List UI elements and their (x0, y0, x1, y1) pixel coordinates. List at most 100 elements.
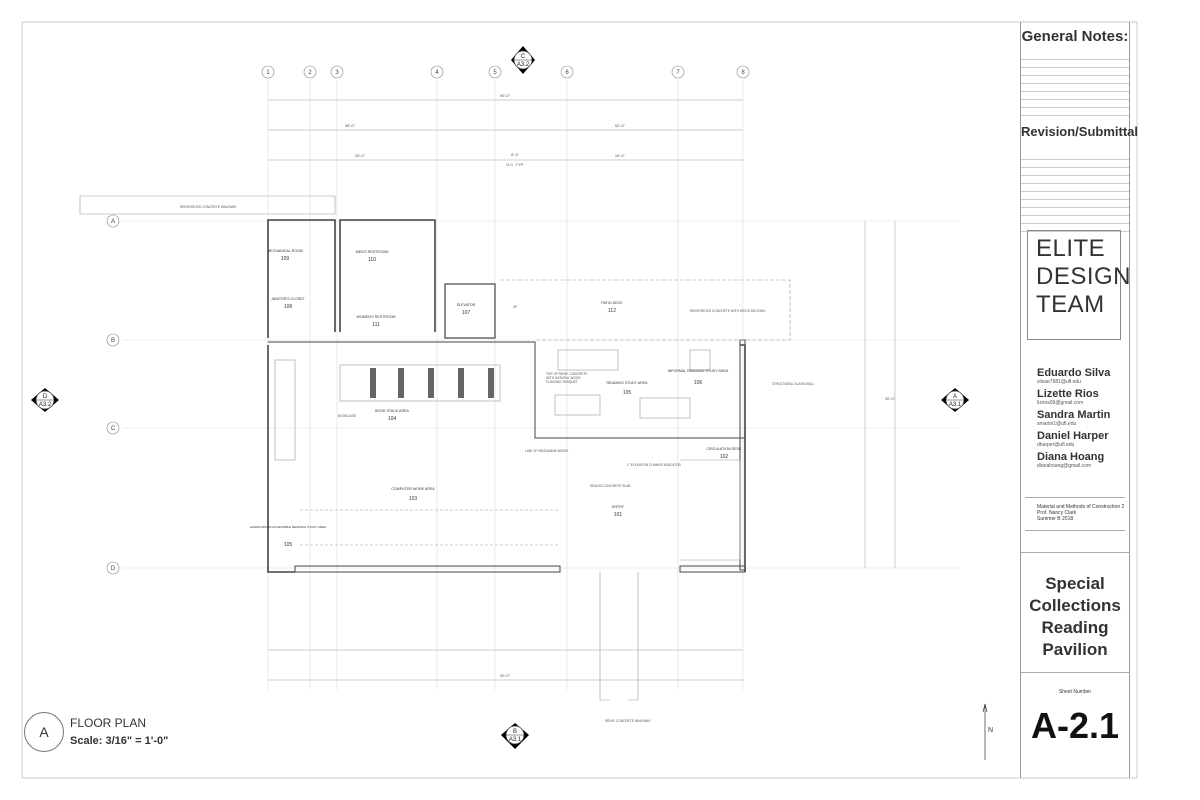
lounge-chair (689, 349, 711, 371)
grid-bubble-a: A (106, 214, 120, 228)
svg-text:B: B (111, 338, 115, 344)
svg-text:101: 101 (614, 512, 623, 518)
svg-text:102: 102 (720, 454, 729, 460)
svg-text:105: 105 (284, 542, 293, 548)
dim-8: 8'-0" (511, 152, 520, 157)
sheet-number-label: Sheet Number (1058, 689, 1092, 695)
mezzanine-wall (268, 341, 745, 439)
grid-bubble-1: 1 (261, 65, 275, 79)
dim-38: 38'-0" (345, 123, 356, 128)
dim-16: 16'-0" (615, 153, 626, 158)
bookcases (370, 368, 494, 398)
grid-bubble-d: D (106, 561, 120, 575)
grid-bubble-3: 3 (330, 65, 344, 79)
member-name: Sandra Martin (1037, 409, 1111, 421)
walkway (79, 195, 336, 215)
drawing-title-bubble: A (24, 712, 64, 752)
room-112: PATIO DECK 112 (601, 301, 623, 314)
west-wall (267, 345, 295, 573)
grid-bubble-8: 8 (736, 65, 750, 79)
svg-text:C: C (521, 54, 526, 60)
dimension-lines (268, 99, 896, 681)
circulation-desk (680, 459, 741, 561)
dim-52: 52'-0" (615, 123, 626, 128)
svg-text:109: 109 (281, 256, 290, 262)
room-110: MEN'S RESTROOM 110 (356, 250, 389, 263)
svg-text:D: D (43, 394, 48, 400)
stair (274, 359, 296, 461)
note-glass: STRUCTURAL GLASS WALL (772, 382, 814, 386)
sheet-number: A-2.1 (1030, 705, 1120, 746)
grid-bubble-4: 4 (430, 65, 444, 79)
svg-text:111: 111 (372, 322, 380, 328)
svg-text:C: C (111, 426, 116, 432)
member-name: Eduardo Silva (1037, 367, 1111, 379)
dim-overall-bottom: 90'-0" (500, 673, 511, 678)
note-walkway: REINFORCED CONCRETE WALKWAY (180, 205, 237, 209)
svg-text:COMPUTER WORK AREA: COMPUTER WORK AREA (391, 487, 435, 491)
south-wall-west (294, 565, 561, 573)
grid-bubble-c: C (106, 421, 120, 435)
dim-overall: 90'-0" (500, 93, 511, 98)
reading-table-3 (639, 397, 691, 419)
computer-workstations (300, 509, 560, 546)
note-patio: REINFORCED CONCRETE WITH WOOD DECKING (690, 309, 766, 313)
restroom-walls (267, 219, 436, 338)
svg-text:7: 7 (676, 70, 680, 76)
section-marker-right: A A3.1 (941, 388, 969, 412)
room-111: WOMEN'S RESTROOM 111 (356, 315, 395, 328)
svg-text:A: A (111, 219, 115, 225)
svg-text:PATIO DECK: PATIO DECK (601, 301, 623, 305)
dim-side: 30'-0" (885, 396, 896, 401)
drawing-scale: Scale: 3/16" = 1'-0" (70, 735, 169, 747)
svg-text:8: 8 (741, 70, 745, 76)
grid-lines (122, 80, 960, 690)
svg-text:N: N (988, 727, 993, 734)
notes-lines (1021, 52, 1129, 116)
member-email: smartin1@ufl.edu (1037, 421, 1077, 427)
svg-text:A3.1: A3.1 (949, 402, 962, 408)
grid-bubble-2: 2 (303, 65, 317, 79)
revision-lines (1021, 152, 1129, 232)
reading-table-1 (557, 349, 619, 371)
revision-heading: Revision/Submittal (1021, 124, 1139, 139)
entry-walk (599, 572, 639, 701)
svg-text:HANDICAPPED ACCESSIBLE READING: HANDICAPPED ACCESSIBLE READING/ STUDY AR… (250, 525, 326, 529)
member-email: dianahoang@gmail.com (1037, 463, 1091, 469)
svg-text:A3.1: A3.1 (509, 737, 522, 743)
note-slab: SEALED CONCRETE SLAB (590, 484, 630, 488)
section-marker-bottom: BA3.1 (501, 723, 529, 749)
svg-text:104: 104 (388, 416, 397, 422)
svg-text:2: 2 (308, 70, 312, 76)
svg-text:WOMEN'S RESTROOM: WOMEN'S RESTROOM (356, 315, 395, 319)
east-wall (740, 344, 746, 572)
member-name: Diana Hoang (1037, 451, 1105, 463)
note-up: UP (513, 305, 517, 309)
room-105-accessible: HANDICAPPED ACCESSIBLE READING/ STUDY AR… (250, 525, 326, 548)
svg-text:3: 3 (335, 70, 339, 76)
svg-text:A: A (953, 394, 957, 400)
member-email: silvae7681@ufl.edu (1037, 379, 1081, 385)
member-name: Lizette Rios (1037, 388, 1099, 400)
svg-text:6: 6 (565, 70, 569, 76)
svg-text:MEN'S RESTROOM: MEN'S RESTROOM (356, 250, 389, 254)
svg-text:A3.2: A3.2 (39, 402, 52, 408)
svg-text:105: 105 (623, 390, 632, 396)
sheet-number-box: Sheet Number A-2.1 (1021, 672, 1129, 779)
svg-text:108: 108 (284, 304, 293, 310)
svg-text:READING/ STUDY AREA: READING/ STUDY AREA (606, 381, 648, 385)
grid-bubble-b: B (106, 333, 120, 347)
svg-text:110: 110 (368, 257, 376, 263)
svg-text:112: 112 (608, 308, 616, 314)
